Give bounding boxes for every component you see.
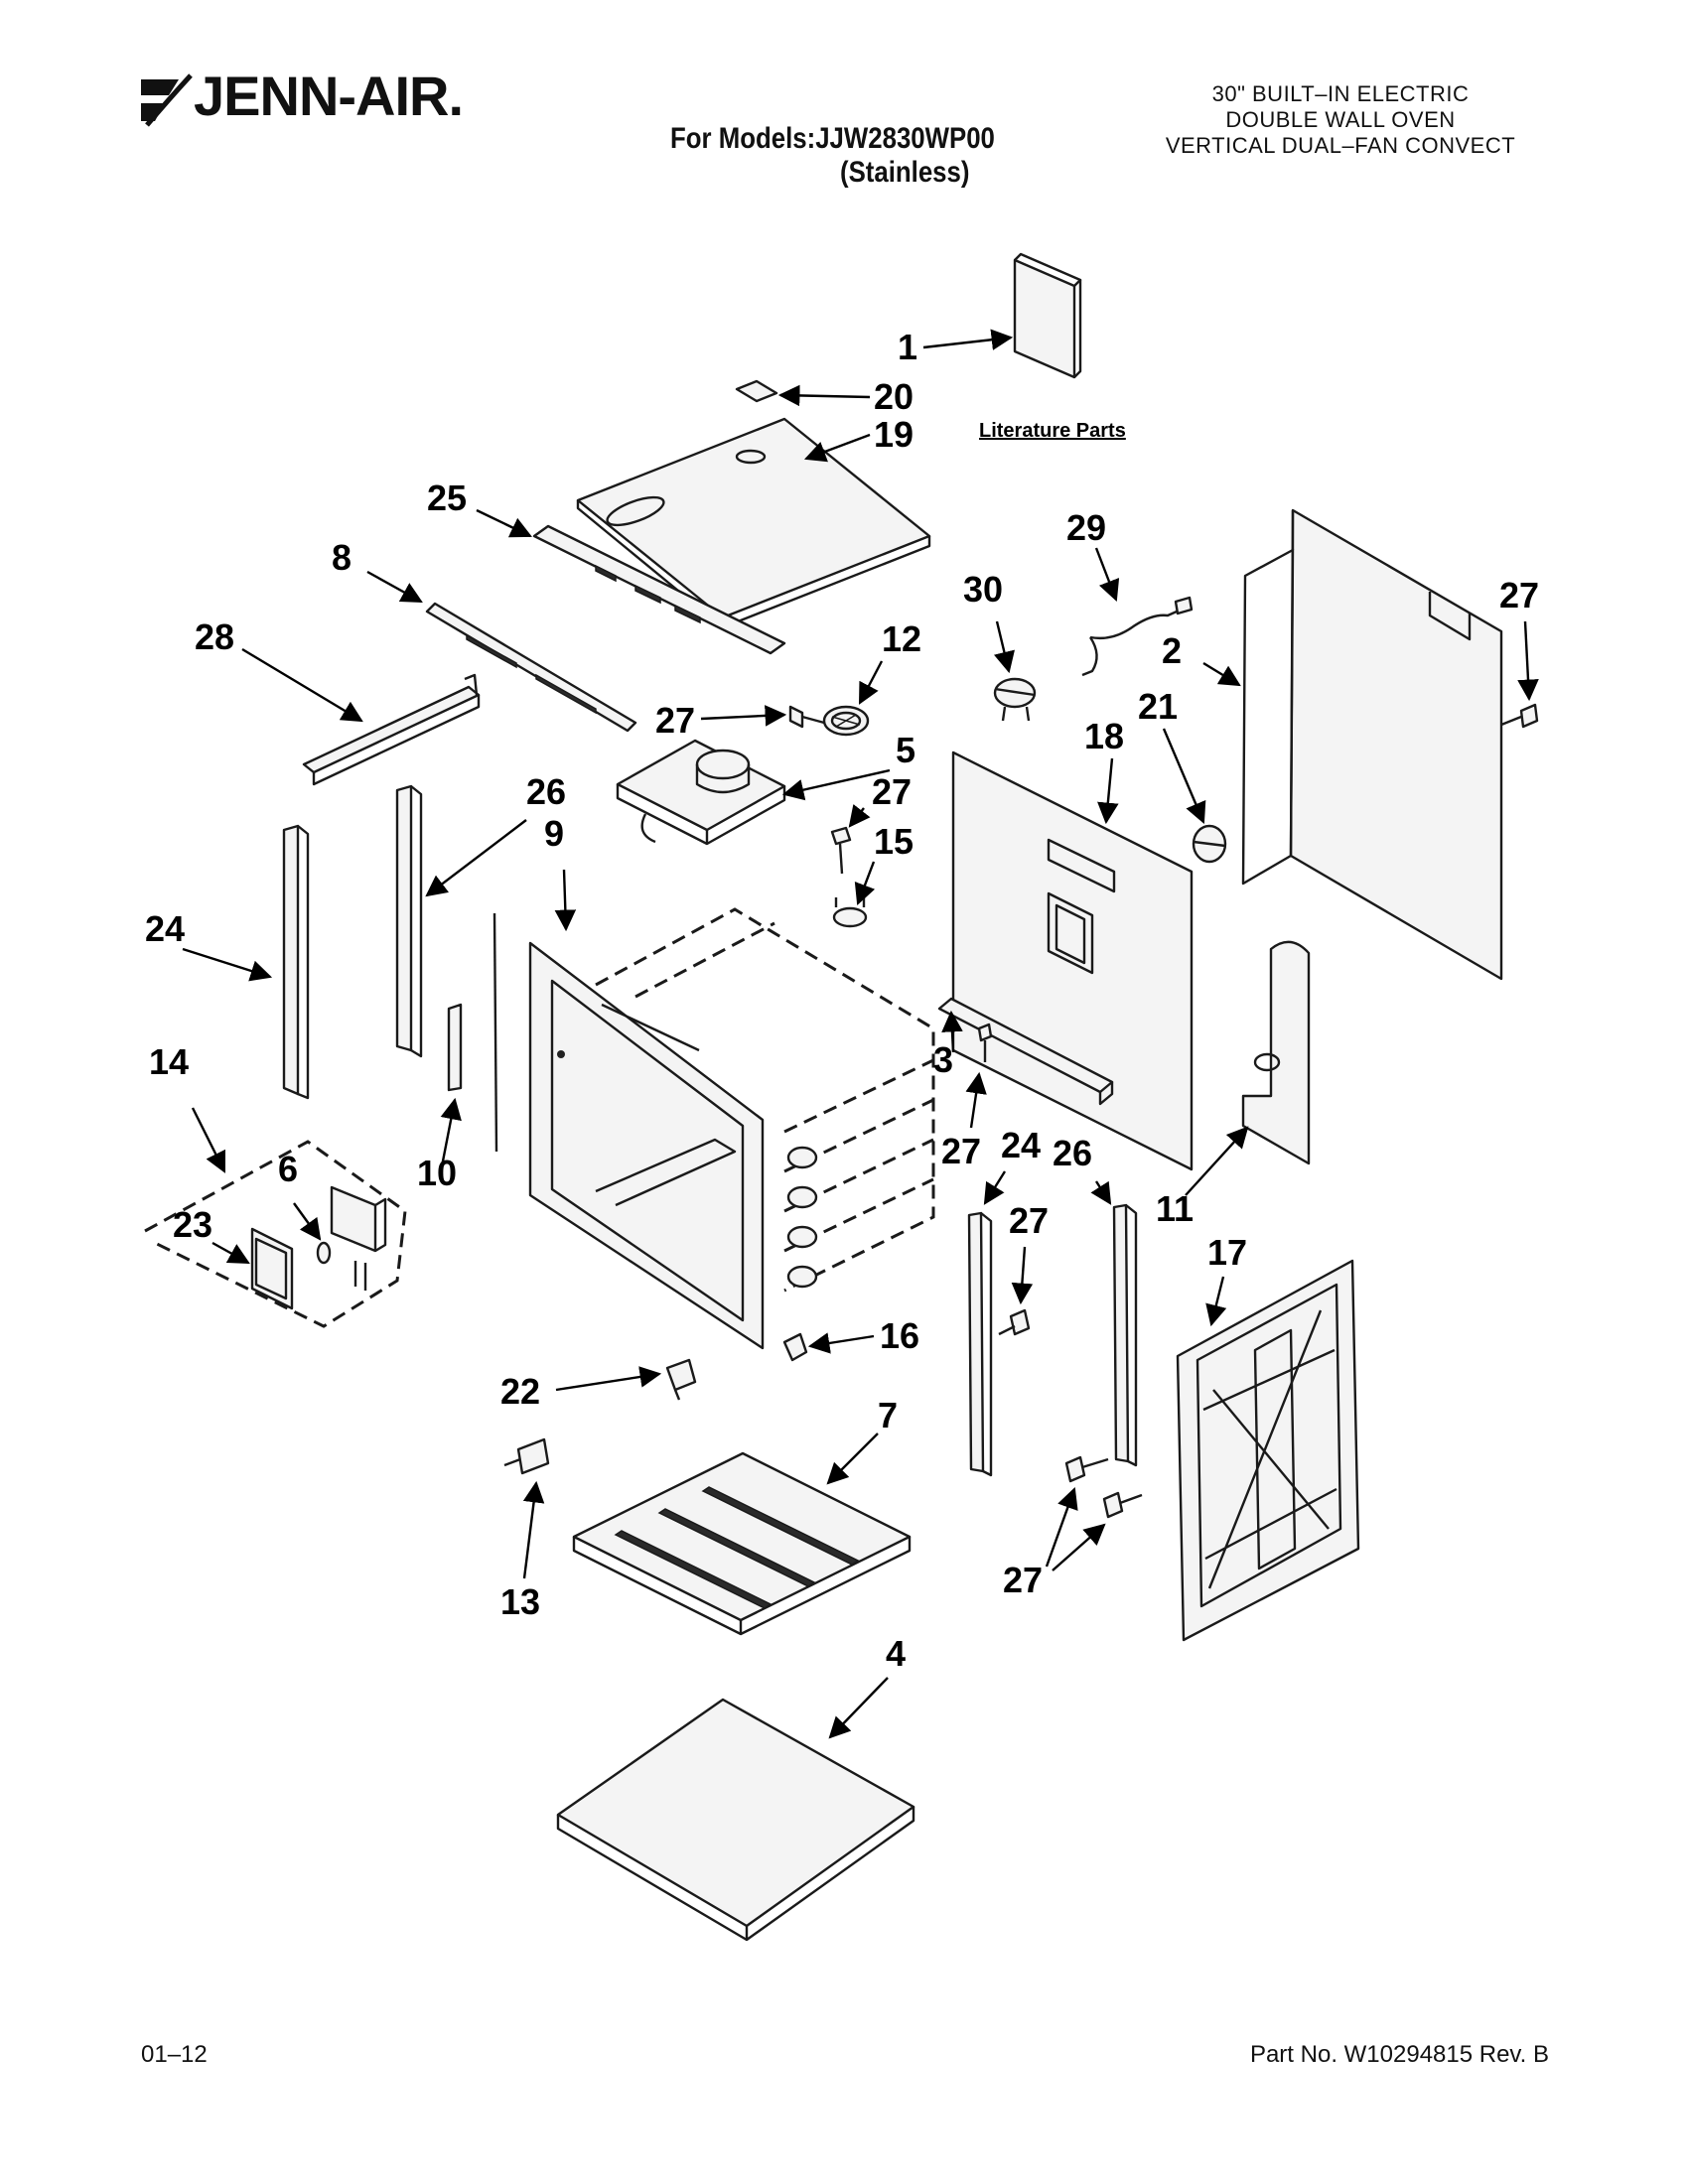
convection-fan-assembly: [616, 739, 786, 846]
brand-name: JENN-AIR.: [194, 65, 464, 127]
callout-27-right: 27: [1499, 575, 1539, 615]
callout-18: 18: [1084, 716, 1124, 756]
callout-14: 14: [149, 1041, 189, 1082]
callout-27-fan: 27: [655, 700, 695, 741]
callout-4: 4: [886, 1633, 906, 1674]
oven-chassis: [492, 907, 935, 1350]
callout-24-left: 24: [145, 908, 185, 949]
callout-6: 6: [278, 1149, 298, 1189]
callout-15: 15: [874, 821, 914, 862]
spacer: [447, 1003, 463, 1092]
oven-light-lens: [782, 1332, 808, 1362]
element-terminals: [786, 1146, 818, 1289]
callout-22: 22: [500, 1371, 540, 1412]
door-switch: [503, 1437, 550, 1475]
callout-11: 11: [1156, 1188, 1194, 1229]
callout-8: 8: [332, 537, 352, 578]
date-code: 01–12: [141, 2041, 208, 2068]
oven-door-panel: [1176, 1259, 1360, 1642]
models-line: For Models:JJW2830WP00: [670, 122, 995, 155]
rear-panel: [951, 751, 1194, 1171]
side-rail-right-24: [967, 1211, 993, 1477]
wire-harness: [1081, 596, 1194, 677]
side-rail-left-24: [282, 824, 310, 1100]
screw-27-c: [1500, 703, 1539, 729]
fan-blade: [822, 705, 870, 737]
callout-30: 30: [963, 569, 1003, 610]
callout-17: 17: [1207, 1232, 1247, 1273]
thermal-fuse: [993, 677, 1037, 722]
screw-27-d: [977, 1023, 993, 1062]
data-plate: [735, 379, 778, 403]
literature-parts-label: Literature Parts: [979, 420, 1126, 442]
callout-9: 9: [544, 813, 564, 854]
screw-27-e: [998, 1308, 1031, 1336]
description-line-2: DOUBLE WALL OVEN: [1225, 107, 1456, 132]
callout-3: 3: [933, 1039, 953, 1080]
vent-strip: [425, 602, 637, 733]
callout-27-lower: 27: [941, 1131, 981, 1171]
callout-2: 2: [1162, 630, 1182, 671]
callout-29: 29: [1066, 507, 1106, 548]
literature-booklet: [1013, 252, 1082, 379]
callout-16: 16: [880, 1315, 919, 1356]
screw-27-b: [830, 826, 852, 875]
callout-23: 23: [173, 1204, 212, 1245]
light-kit: [144, 1140, 407, 1328]
bottom-rear-trim: [937, 997, 1114, 1106]
hi-limit-thermostat: [1192, 824, 1227, 864]
screw-27-a: [788, 705, 825, 729]
description-line-1: 30" BUILT–IN ELECTRIC: [1211, 81, 1470, 106]
callout-20: 20: [874, 376, 914, 417]
brand-logo-icon: [141, 73, 193, 127]
callout-13: 13: [500, 1581, 540, 1622]
callout-10: 10: [417, 1153, 457, 1193]
callout-19: 19: [874, 414, 914, 455]
variant-line: (Stainless): [840, 156, 970, 189]
callout-24-right: 24: [1001, 1125, 1041, 1165]
side-rail-left-26: [395, 784, 423, 1058]
callout-5: 5: [896, 730, 915, 770]
wiring-cover: [1241, 940, 1311, 1165]
callout-21: 21: [1138, 686, 1178, 727]
bottom-tray: [572, 1451, 912, 1636]
callout-28: 28: [195, 616, 234, 657]
side-rail-right-26: [1112, 1203, 1138, 1467]
rear-bracket: [302, 673, 481, 786]
callout-7: 7: [878, 1395, 898, 1435]
side-panel: [1241, 508, 1503, 981]
callout-26-right: 26: [1053, 1133, 1092, 1173]
description-line-3: VERTICAL DUAL–FAN CONVECT: [1165, 133, 1516, 158]
callout-1: 1: [898, 327, 917, 367]
screw-27-f: [1064, 1455, 1143, 1519]
bottom-panel: [556, 1698, 915, 1942]
callout-27-center: 27: [872, 771, 912, 812]
part-number: Part No. W10294815 Rev. B: [1249, 2041, 1549, 2068]
vent-trim: [532, 524, 786, 655]
hidden-element-bracket: [832, 897, 868, 928]
callout-12: 12: [882, 618, 921, 659]
product-description: 30" BUILT–IN ELECTRIC DOUBLE WALL OVEN V…: [1122, 81, 1559, 159]
callout-27-rail: 27: [1009, 1200, 1049, 1241]
callout-26-left: 26: [526, 771, 566, 812]
callout-27-bottom: 27: [1003, 1560, 1043, 1600]
callout-25: 25: [427, 478, 467, 518]
lamp-socket: [665, 1358, 697, 1401]
